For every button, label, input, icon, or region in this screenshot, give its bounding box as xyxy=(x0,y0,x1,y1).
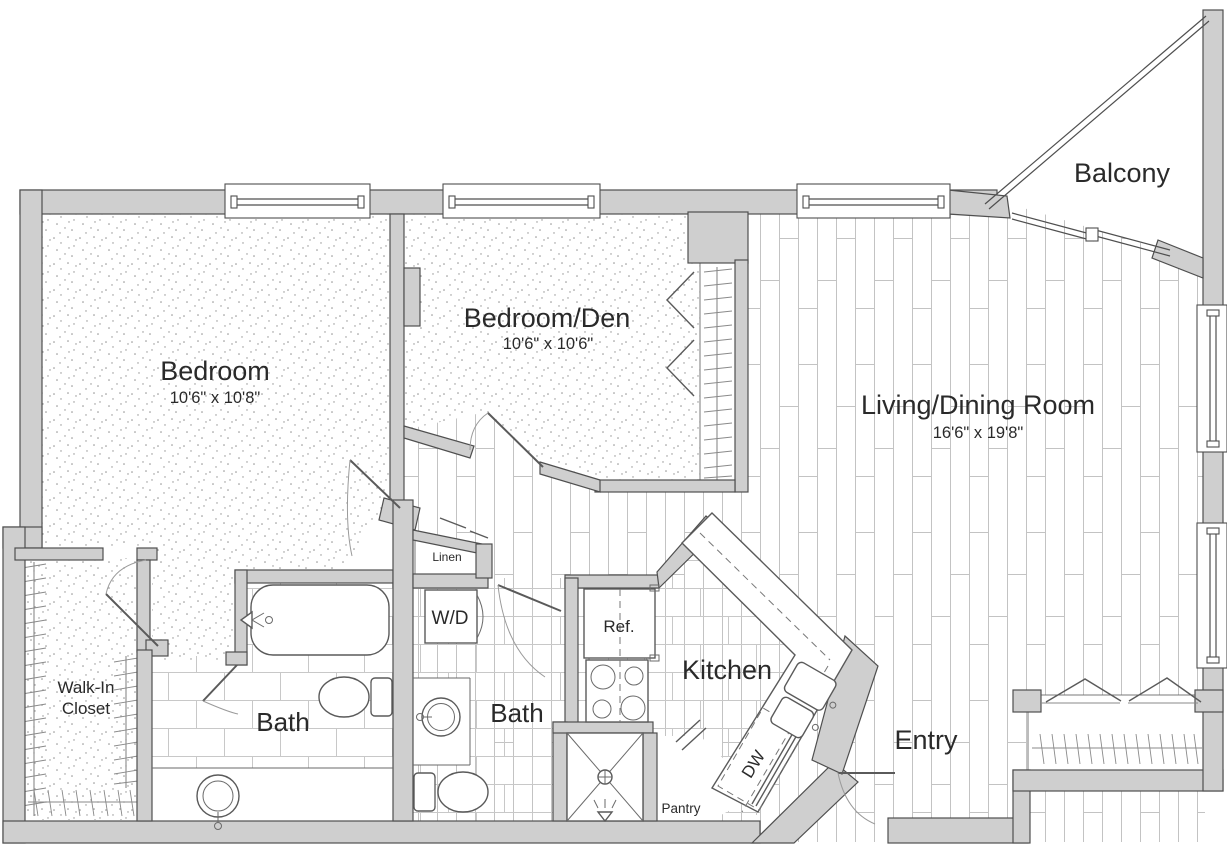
wall-wic-top-stub xyxy=(136,547,158,561)
bath2-label: Bath xyxy=(490,698,544,728)
bath1-door xyxy=(202,664,239,715)
pantry-label: Pantry xyxy=(661,801,700,816)
sink-2 xyxy=(416,697,461,737)
wall-entry-closet-right xyxy=(1194,689,1224,713)
wall-entry-closet-left xyxy=(1012,689,1042,713)
wall-bath1-jog xyxy=(225,651,248,666)
kitchen-sink xyxy=(770,661,837,739)
wall-wic-right xyxy=(136,559,151,653)
washer-dryer-label: W/D xyxy=(432,608,469,629)
linen-door xyxy=(439,517,489,539)
wall-linen-right xyxy=(475,543,493,579)
wall-den-bottom-diag xyxy=(539,461,601,493)
refrigerator xyxy=(583,584,660,662)
wall-closet-bottom xyxy=(1012,769,1224,792)
entry-label: Entry xyxy=(894,725,958,755)
wall-left-lower xyxy=(2,526,26,844)
walk-in-closet-door xyxy=(105,559,159,647)
wall-left-upper xyxy=(19,189,43,549)
bedroom-window xyxy=(224,183,371,219)
wall-den-notch xyxy=(403,267,421,327)
den-window xyxy=(442,183,601,219)
bedroom-door xyxy=(346,459,401,557)
bedroom-dims: 10'6" x 10'8" xyxy=(170,389,261,407)
wall-den-living-top xyxy=(687,211,749,264)
living-window-right-1 xyxy=(1196,304,1227,453)
refrigerator-label: Ref. xyxy=(603,617,634,636)
sink-1 xyxy=(196,774,240,830)
wall-diagonal-entry xyxy=(750,761,859,844)
tub-faucet-icon xyxy=(239,610,273,630)
stove xyxy=(585,659,649,723)
living-dining-dims: 16'6" x 19'8" xyxy=(933,424,1024,442)
bedroom-den-dims: 10'6" x 10'6" xyxy=(503,335,594,353)
pantry-door xyxy=(675,719,707,751)
living-window-top xyxy=(796,183,951,219)
labels: Bedroom 10'6" x 10'8" Bedroom/Den 10'6" … xyxy=(58,158,1171,816)
wall-bath-divider xyxy=(392,499,414,822)
wall-entry-bottom xyxy=(887,817,1029,844)
entry-closet-bifold-doors xyxy=(1041,677,1202,704)
wall-shower-top xyxy=(552,721,654,734)
den-closet-bifold-doors xyxy=(666,271,695,397)
windows xyxy=(224,15,1227,669)
balcony-sliding-door xyxy=(1011,212,1171,257)
wall-den-bottom xyxy=(594,479,736,493)
fixtures xyxy=(152,512,853,830)
wall-kitchen-left xyxy=(564,577,579,736)
shower-head-icon xyxy=(596,811,614,823)
doors xyxy=(105,271,1202,825)
bathtub xyxy=(250,584,390,656)
balcony-floor xyxy=(983,2,1223,262)
bath2-door xyxy=(497,584,562,678)
toilet-1 xyxy=(318,676,393,718)
wall-wic-bath xyxy=(136,649,153,822)
bath1-vanity-area xyxy=(152,768,393,821)
wall-bedroom-den xyxy=(389,213,405,507)
kitchen-label: Kitchen xyxy=(682,655,772,685)
balcony-label: Balcony xyxy=(1074,158,1171,188)
wall-hall-diag xyxy=(403,425,475,459)
walk-in-closet-label-line1: Walk-In xyxy=(58,678,115,697)
bath2-vanity xyxy=(413,677,471,766)
closet-rods xyxy=(21,267,1202,817)
bedroom-den-label: Bedroom/Den xyxy=(464,303,631,333)
walk-in-closet-label-line2: Closet xyxy=(62,699,110,718)
bedroom-label: Bedroom xyxy=(160,356,270,386)
wall-bath1-top xyxy=(234,569,394,584)
washer-dryer xyxy=(424,589,484,644)
linen-label: Linen xyxy=(432,550,461,564)
balcony-railing xyxy=(984,15,1210,210)
bath1-label: Bath xyxy=(256,707,310,737)
entry-closet-floor xyxy=(1027,694,1206,773)
wall-linen-bottom xyxy=(412,573,489,589)
living-window-right-2 xyxy=(1196,522,1227,669)
entry-door xyxy=(837,772,895,825)
wall-shower-left xyxy=(552,721,568,822)
wall-kitchen-top xyxy=(564,574,660,589)
living-dining-label: Living/Dining Room xyxy=(861,390,1095,420)
wall-den-living xyxy=(734,259,749,493)
wall-wic-top xyxy=(14,547,104,561)
shower xyxy=(566,732,644,823)
toilet-2 xyxy=(413,771,489,813)
wall-bottom xyxy=(2,820,761,844)
den-door xyxy=(469,412,544,468)
wall-shower-right xyxy=(642,732,658,822)
